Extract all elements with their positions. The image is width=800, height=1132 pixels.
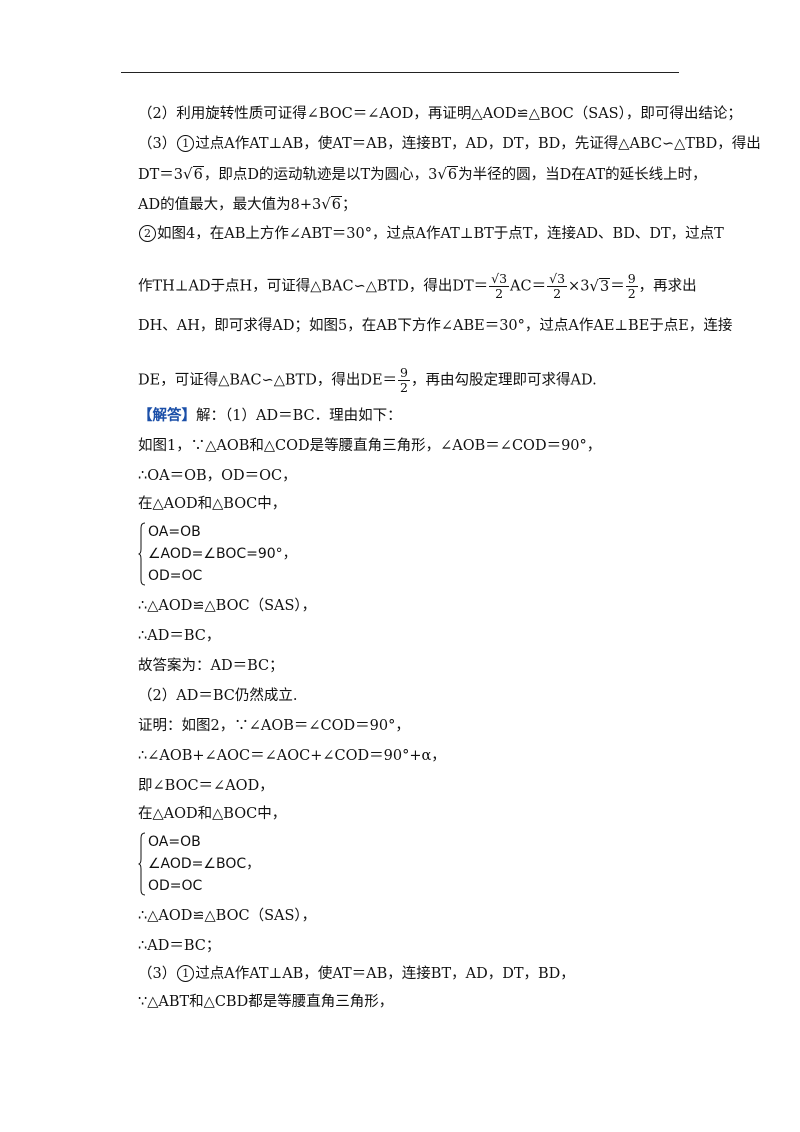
text-line: DH、AH，即可求得AD；如图5，在AB下方作∠ABE＝30°，过点A作AE⊥B… bbox=[138, 318, 733, 334]
text-line: ∴∠AOB+∠AOC＝∠AOC+∠COD＝90°+α， bbox=[138, 748, 446, 764]
text-line: ∴OA＝OB，OD＝OC， bbox=[138, 468, 297, 484]
sqrt-expression: √3 bbox=[589, 276, 611, 295]
text-line: 证明：如图2，∵∠AOB＝∠COD＝90°， bbox=[138, 718, 410, 734]
equation-row: OD=OC bbox=[148, 878, 203, 894]
header-rule bbox=[121, 72, 679, 73]
left-brace-icon bbox=[138, 832, 146, 896]
circled-number: 1 bbox=[177, 135, 195, 152]
text-line: （2）利用旋转性质可证得∠BOC＝∠AOD，再证明△AOD≌△BOC（SAS），… bbox=[138, 106, 742, 122]
text-line: ∴AD＝BC， bbox=[138, 628, 221, 644]
text-line: 如图1，∵△AOB和△COD是等腰直角三角形，∠AOB＝∠COD＝90°， bbox=[138, 438, 602, 454]
equation-row: ∠AOD=∠BOC=90°， bbox=[148, 546, 297, 562]
text-line: 故答案为：AD＝BC； bbox=[138, 658, 284, 674]
left-brace-icon bbox=[138, 522, 146, 586]
answer-tag: 【解答】 bbox=[138, 407, 196, 424]
text-line: AD的值最大，最大值为8+3√6； bbox=[138, 195, 357, 213]
equation-row: OD=OC bbox=[148, 568, 203, 584]
text-line: ∴AD＝BC； bbox=[138, 938, 221, 954]
text-line: 【解答】解：（1）AD＝BC．理由如下： bbox=[138, 407, 402, 424]
text-line: DT＝3√6，即点D的运动轨迹是以T为圆心，3√6为半径的圆，当D在AT的延长线… bbox=[138, 165, 707, 183]
circled-number: 2 bbox=[139, 225, 156, 242]
text-line: 即∠BOC＝∠AOD， bbox=[138, 778, 274, 794]
text-line: 在△AOD和△BOC中， bbox=[138, 806, 287, 822]
sqrt-expression: √6 bbox=[437, 165, 459, 183]
text-line: （2）AD＝BC仍然成立. bbox=[138, 688, 298, 704]
text-line: 在△AOD和△BOC中， bbox=[138, 496, 287, 512]
text-line: ∴△AOD≌△BOC（SAS）， bbox=[138, 908, 317, 924]
sqrt-expression: √6 bbox=[183, 165, 204, 183]
text-line: ∵△ABT和△CBD都是等腰直角三角形， bbox=[138, 994, 394, 1010]
circled-number: 1 bbox=[177, 965, 195, 982]
text-line: ∴△AOD≌△BOC（SAS）， bbox=[138, 598, 317, 614]
equation-row: OA=OB bbox=[148, 524, 201, 540]
sqrt-expression: √6 bbox=[321, 195, 342, 213]
equation-row: OA=OB bbox=[148, 834, 201, 850]
equation-row: ∠AOD=∠BOC， bbox=[148, 856, 261, 872]
